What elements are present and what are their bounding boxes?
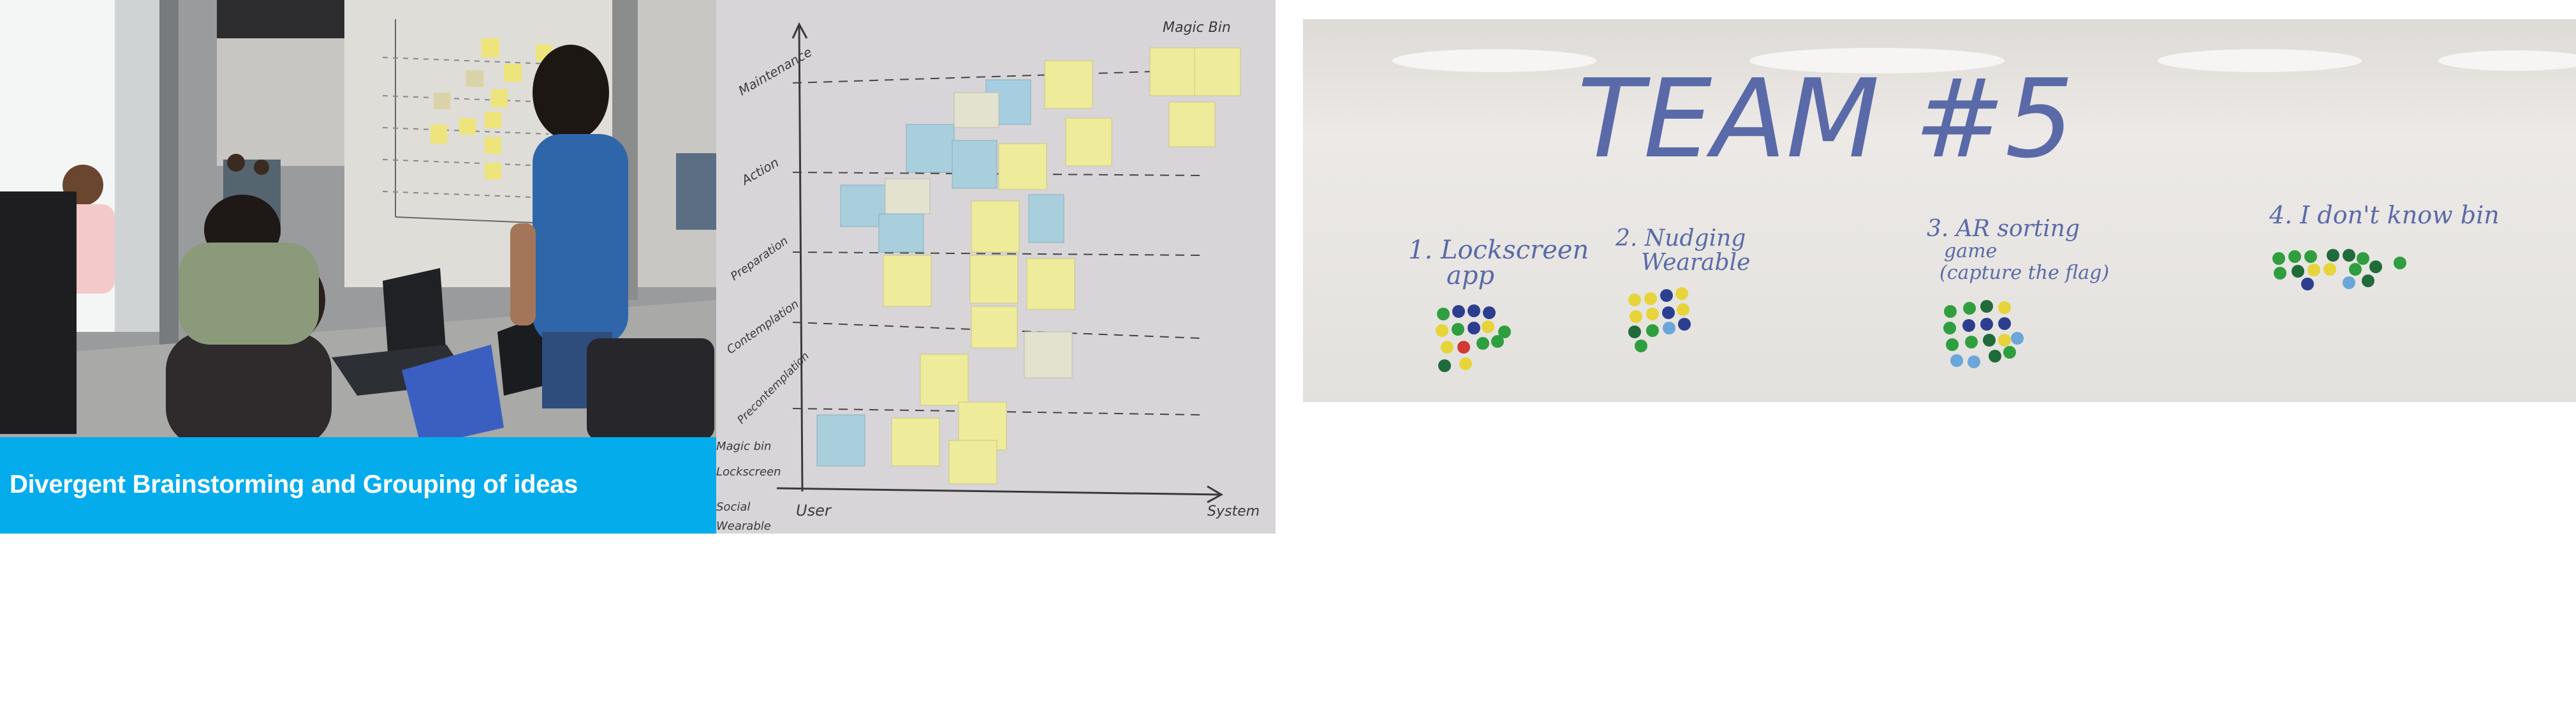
caption-banner: Divergent Brainstorming and Grouping of … [0, 437, 716, 534]
group-3-label-line2: game [1944, 240, 1997, 262]
magic-bin-label: Magic Bin [1163, 20, 1231, 36]
axis-system: System [1207, 504, 1260, 520]
group-1-label-line2: app [1446, 261, 1494, 290]
legend-lockscreen: Lockscreen [716, 465, 781, 479]
axis-user: User [796, 502, 832, 520]
group-3-vote-dots [1943, 300, 2024, 368]
team-title: TEAM #5 [1577, 56, 2074, 183]
group-1-vote-dots [1436, 304, 1511, 372]
team-board: TEAM #5 1. Lockscreen app 2. Nudging Wea… [1303, 19, 2576, 402]
group-1-label-line1: 1. Lockscreen [1408, 236, 1589, 265]
team-whiteboard-photo: TEAM #5 1. Lockscreen app 2. Nudging Wea… [1303, 19, 2576, 402]
group-3-label-line1: 3. AR sorting [1927, 216, 2080, 242]
classroom-photo: Divergent Brainstorming and Grouping of … [0, 0, 716, 534]
group-2-label-line1: 2. Nudging [1615, 225, 1746, 251]
sticky-board: Maintenance Action Preparation Contempla… [716, 0, 1276, 534]
sticky-note-whiteboard-photo: Maintenance Action Preparation Contempla… [716, 0, 1276, 534]
legend-magic-bin: Magic bin [716, 440, 771, 453]
group-4-vote-dots [2272, 249, 2406, 290]
sticky-notes [816, 47, 1241, 484]
group-2-vote-dots [1628, 287, 1691, 352]
group-4-label-line1: 4. I don't know bin [2269, 201, 2499, 229]
group-3-label-line3: (capture the flag) [1939, 262, 2109, 284]
legend-wearable: Wearable [716, 520, 771, 533]
caption-text: Divergent Brainstorming and Grouping of … [10, 470, 578, 498]
group-2-label-line2: Wearable [1641, 250, 1750, 276]
legend-social: Social [716, 500, 750, 514]
